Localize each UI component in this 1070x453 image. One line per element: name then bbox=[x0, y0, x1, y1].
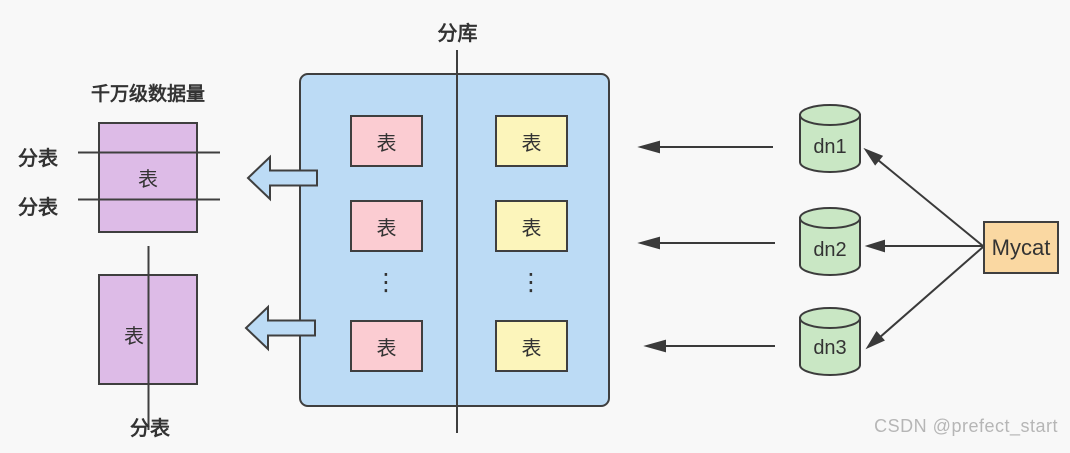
table-split-label-2: 分表 bbox=[18, 197, 58, 219]
yellow-table-label-2: 表 bbox=[521, 217, 542, 240]
yellow-table-label-1: 表 bbox=[521, 132, 542, 155]
capacity-title: 千万级数据量 bbox=[90, 84, 205, 105]
arrow-dn2-to-db-head bbox=[637, 236, 660, 250]
pink-table-label-2: 表 bbox=[376, 217, 397, 240]
arrow-dn1-to-db-head bbox=[637, 140, 660, 154]
mycat-box: Mycat bbox=[983, 221, 1059, 274]
dn3-cylinder-top bbox=[799, 307, 861, 329]
pink-table-box-2: 表 bbox=[350, 200, 423, 252]
table-split-label-bottom: 分表 bbox=[130, 418, 170, 440]
mycat-label: Mycat bbox=[991, 234, 1051, 260]
purple-table-box-top: 表 bbox=[98, 122, 198, 233]
ellipsis-pink-column: ⋮ bbox=[374, 269, 398, 296]
purple-table-top-label: 表 bbox=[138, 169, 158, 191]
yellow-table-box-1: 表 bbox=[495, 115, 568, 167]
purple-table-box-bottom: 表 bbox=[98, 274, 198, 385]
yellow-table-label-3: 表 bbox=[521, 337, 542, 360]
table-split-label-1: 分表 bbox=[18, 148, 58, 170]
datanode-label-dn2: dn2 bbox=[813, 239, 847, 261]
datanode-label-dn3: dn3 bbox=[813, 337, 847, 359]
pink-table-box-1: 表 bbox=[350, 115, 423, 167]
pink-table-label-1: 表 bbox=[376, 132, 397, 155]
datanode-label-dn1: dn1 bbox=[813, 136, 847, 158]
yellow-table-box-3: 表 bbox=[495, 320, 568, 372]
dn2-cylinder-top bbox=[799, 207, 861, 229]
yellow-table-box-2: 表 bbox=[495, 200, 568, 252]
arrow-mycat-dn3-head bbox=[865, 331, 885, 350]
pink-table-box-3: 表 bbox=[350, 320, 423, 372]
arrow-dn3-to-db-head bbox=[643, 339, 666, 353]
db-split-title: 分库 bbox=[437, 23, 478, 45]
ellipsis-yellow-column: ⋮ bbox=[519, 269, 543, 296]
arrow-mycat-dn1-head bbox=[863, 147, 884, 166]
csdn-watermark: CSDN @prefect_start bbox=[874, 416, 1058, 436]
purple-table-bottom-label: 表 bbox=[124, 326, 144, 348]
arrow-mycat-dn3-line bbox=[878, 246, 984, 339]
pink-table-label-3: 表 bbox=[376, 337, 397, 360]
arrow-mycat-dn1-line bbox=[877, 159, 984, 247]
dn1-cylinder-top bbox=[799, 104, 861, 126]
arrow-mycat-dn2-head bbox=[864, 239, 885, 253]
